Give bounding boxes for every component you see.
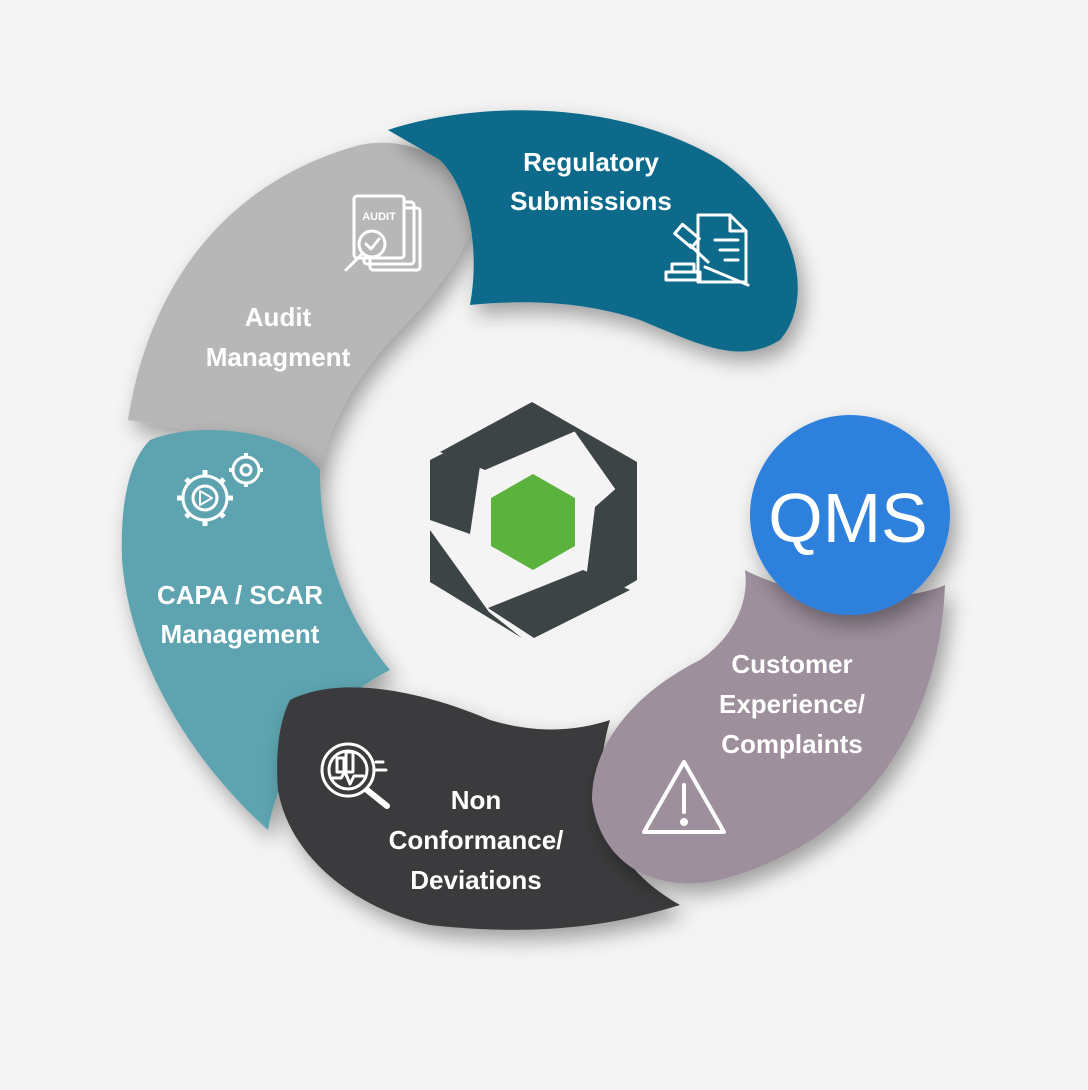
segment-capa-label: CAPA / SCAR Management bbox=[157, 580, 323, 649]
segment-line: Deviations bbox=[410, 865, 542, 895]
segment-line: Conformance/ bbox=[389, 825, 564, 855]
segment-nonconformance-shape bbox=[277, 687, 680, 930]
gears-play-icon bbox=[177, 453, 263, 526]
chart-magnifier-icon bbox=[320, 742, 390, 809]
audit-magnifier-icon: AUDIT bbox=[344, 194, 422, 272]
segment-line: Audit bbox=[245, 302, 312, 332]
svg-text:AUDIT: AUDIT bbox=[362, 211, 396, 223]
gavel-document-icon bbox=[664, 213, 750, 287]
segment-regulatory-shape bbox=[388, 110, 798, 352]
segment-line: Submissions bbox=[510, 186, 672, 216]
segment-capa-shape bbox=[121, 430, 390, 830]
qms-label: QMS bbox=[768, 479, 927, 557]
segment-line: Complaints bbox=[721, 729, 863, 759]
segment-line: Customer bbox=[731, 649, 852, 679]
warning-triangle-icon bbox=[642, 760, 726, 834]
logo-blade bbox=[488, 570, 630, 638]
qms-badge bbox=[750, 415, 950, 615]
segment-line: Experience/ bbox=[719, 689, 865, 719]
segment-complaints-label: Customer Experience/ Complaints bbox=[719, 649, 865, 759]
segment-regulatory-label: Regulatory Submissions bbox=[510, 147, 672, 216]
company-logo bbox=[430, 402, 637, 638]
logo-center-hexagon bbox=[491, 474, 575, 570]
segment-line: CAPA / SCAR bbox=[157, 580, 323, 610]
logo-blade bbox=[532, 402, 637, 520]
segment-line: Non bbox=[451, 785, 502, 815]
segment-nonconformance-label: Non Conformance/ Deviations bbox=[389, 785, 564, 895]
logo-blade bbox=[440, 402, 578, 470]
segment-line: Managment bbox=[206, 342, 351, 372]
segment-complaints-shape bbox=[592, 570, 945, 884]
segment-line: Management bbox=[161, 619, 320, 649]
segment-audit-label: Audit Managment bbox=[206, 302, 351, 372]
logo-blade bbox=[430, 530, 522, 638]
segment-line: Regulatory bbox=[523, 147, 659, 177]
